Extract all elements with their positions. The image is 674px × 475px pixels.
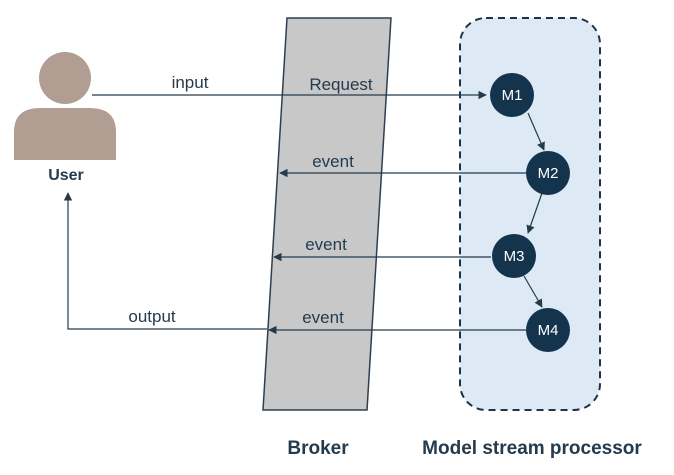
event-label-2: event — [305, 235, 347, 254]
broker-title: Broker — [287, 438, 349, 459]
node-m1: M1 — [490, 73, 534, 117]
request-label: Request — [309, 75, 373, 94]
processor-container — [459, 17, 601, 411]
processor-title: Model stream processor — [422, 438, 642, 459]
m1-m2-arrow — [527, 112, 545, 151]
node-m4-label: M4 — [538, 322, 559, 339]
node-m4: M4 — [526, 308, 570, 352]
broker-shape — [262, 17, 392, 411]
node-m1-label: M1 — [502, 87, 523, 104]
event-label-3: event — [302, 308, 344, 327]
output-arrow — [63, 192, 267, 330]
node-m2-label: M2 — [538, 165, 559, 182]
user-label: User — [48, 167, 84, 184]
output-label: output — [128, 307, 176, 326]
node-m3-label: M3 — [504, 248, 525, 265]
node-m2: M2 — [526, 151, 570, 195]
event-label-1: event — [312, 152, 354, 171]
user-icon — [14, 52, 116, 160]
input-label: input — [172, 73, 209, 92]
m2-m3-arrow — [526, 192, 543, 234]
m3-m4-arrow — [523, 275, 543, 308]
node-m3: M3 — [492, 234, 536, 278]
